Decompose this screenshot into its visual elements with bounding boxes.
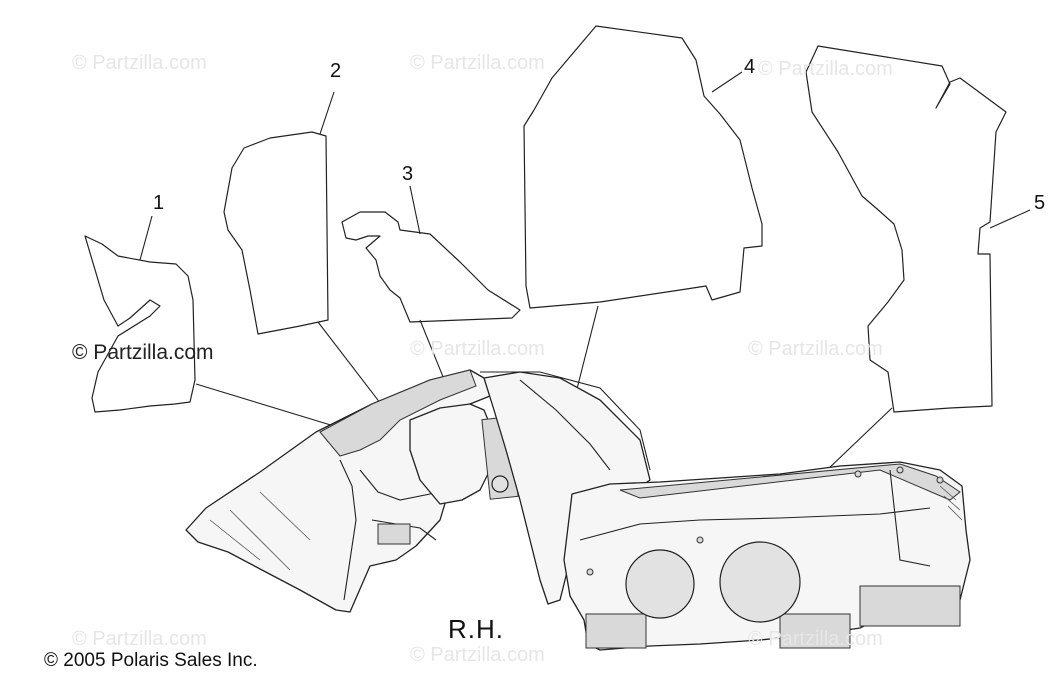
callout-5: 5 xyxy=(1034,192,1046,214)
part-1-pad xyxy=(84,235,196,413)
watermark: © Partzilla.com xyxy=(72,628,207,650)
leader-5 xyxy=(989,209,1031,229)
leader-4 xyxy=(711,71,743,93)
part-4-pad xyxy=(523,25,763,309)
part-3-pad xyxy=(341,211,521,323)
leader-1 xyxy=(139,215,153,261)
watermark: © Partzilla.com xyxy=(410,338,545,360)
inner-fender-body xyxy=(185,369,971,651)
callout-4: 4 xyxy=(744,56,756,78)
callout-3: 3 xyxy=(402,163,414,185)
leader-3 xyxy=(409,185,421,235)
copyright-notice: © 2005 Polaris Sales Inc. xyxy=(44,650,258,671)
watermark: © Partzilla.com xyxy=(748,628,883,650)
callout-1: 1 xyxy=(153,192,165,214)
watermark: © Partzilla.com xyxy=(748,338,883,360)
part-2-pad xyxy=(223,131,329,335)
watermark: © Partzilla.com xyxy=(72,52,207,74)
view-label: R.H. xyxy=(448,614,504,644)
watermark: © Partzilla.com xyxy=(410,52,545,74)
watermark-prominent: © Partzilla.com xyxy=(72,341,214,364)
part-5-pad xyxy=(805,45,1007,413)
callout-2: 2 xyxy=(330,60,342,82)
watermark: © Partzilla.com xyxy=(758,58,893,80)
leader-2 xyxy=(319,91,335,135)
watermark: © Partzilla.com xyxy=(410,644,545,666)
